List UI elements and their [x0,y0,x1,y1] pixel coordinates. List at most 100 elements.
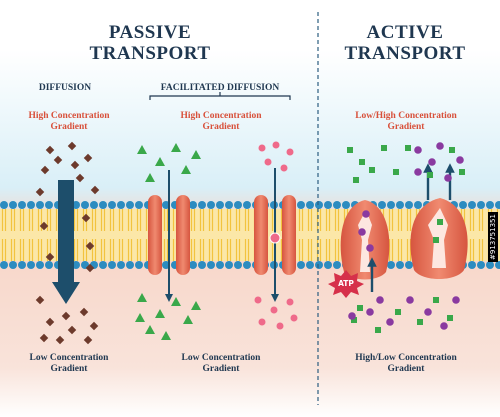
diffusion-molecule [85,263,95,273]
pink-molecule [272,141,280,149]
diffusion-molecule [81,213,91,223]
channel-protein-green [148,195,190,275]
diffusion-molecule [45,317,55,327]
green-triangle-molecule [171,297,181,306]
diffusion-high-line2: Gradient [50,122,88,132]
pink-molecule [258,318,266,326]
pink-molecule [290,314,298,322]
purple-molecule [406,296,414,304]
facilitated-bracket [149,92,291,100]
green-triangle-molecule [135,313,145,322]
facilitated-diffusion-label: FACILITATED DIFFUSION [160,83,280,93]
green-square-in-pump [433,237,439,243]
green-triangle-molecule [137,145,147,154]
pink-molecule [270,306,278,314]
diffusion-molecule [90,185,100,195]
green-triangle-molecule [181,165,191,174]
active-bottom-line1: High/Low Concentration [355,353,457,363]
green-square-molecule [351,317,357,323]
diffusion-molecule [35,295,45,305]
diffusion-molecule [55,335,65,345]
green-triangle-molecule [191,150,201,159]
purple-molecule [386,318,394,326]
diffusion-molecule [45,252,55,262]
green-square-molecule [357,305,363,311]
green-square-molecule [353,177,359,183]
atp-label: ATP [338,279,354,288]
pink-molecule [276,322,284,330]
green-triangle-molecule [155,157,165,166]
diffusion-label: DIFFUSION [38,83,92,93]
diffusion-molecule [79,307,89,317]
active-top-line2: Gradient [387,122,425,132]
purple-molecule [348,312,356,320]
purple-molecule [428,158,436,166]
passive-title-line1: PASSIVE [108,22,192,43]
purple-molecule [440,322,448,330]
diffusion-molecule [61,311,71,321]
pink-molecule [286,148,294,156]
diffusion-molecule [85,241,95,251]
diffusion-low-line2: Gradient [50,364,88,374]
active-title-line2: TRANSPORT [344,43,466,64]
green-triangle-molecule [145,173,155,182]
diffusion-molecule [67,325,77,335]
purple-molecule [436,142,444,150]
molecules [35,141,465,345]
green-triangle-molecule [145,325,155,334]
green-square-molecule [417,319,423,325]
green-triangle-molecule [183,315,193,324]
purple-molecule [362,210,370,218]
green-square-molecule [449,147,455,153]
purple-molecule [424,308,432,316]
green-square-molecule [381,145,387,151]
purple-molecule [366,244,374,252]
diffusion-low-line1: Low Concentration [29,353,109,363]
green-square-molecule [405,145,411,151]
facilitated-low-line2: Gradient [202,364,240,374]
facilitated-low-gradient: Low Concentration Gradient [166,353,276,375]
facilitated-high-gradient: High Concentration Gradient [166,111,276,133]
pink-molecule [280,164,288,172]
green-square-molecule [447,315,453,321]
facilitated-high-line2: Gradient [202,122,240,132]
green-square-molecule [375,327,381,333]
purple-molecule [452,296,460,304]
purple-molecule [456,156,464,164]
purple-molecule [414,168,422,176]
purple-molecule [414,146,422,154]
diffusion-high-line1: High Concentration [28,111,110,121]
active-title-line1: ACTIVE [366,22,444,43]
purple-molecule [358,228,366,236]
green-square-in-pump [437,219,443,225]
diffusion-molecule [89,321,99,331]
purple-molecule [366,308,374,316]
green-triangle-molecule [171,143,181,152]
diffusion-arrow [52,180,80,304]
passive-title: PASSIVE TRANSPORT [70,22,230,64]
green-triangle-molecule [191,301,201,310]
diffusion-molecule [39,333,49,343]
passive-title-line2: TRANSPORT [89,43,211,64]
diffusion-molecule [40,165,50,175]
pump-protein-left [340,200,390,280]
green-triangle-molecule [161,331,171,340]
diffusion-molecule [70,160,80,170]
active-bottom-line2: Gradient [387,364,425,374]
diffusion-molecule [45,145,55,155]
facilitated-low-line1: Low Concentration [181,353,261,363]
purple-molecule [444,174,452,182]
diffusion-molecule [75,173,85,183]
diffusion-molecule [67,141,77,151]
channel-protein-pink [254,195,296,275]
green-square-molecule [427,172,433,178]
pink-molecule [258,144,266,152]
pink-molecule [264,158,272,166]
green-square-molecule [459,169,465,175]
green-square-molecule [359,159,365,165]
active-bottom-gradient: High/Low Concentration Gradient [336,353,476,375]
green-square-molecule [393,169,399,175]
green-triangle-molecule [137,293,147,302]
diffusion-molecule [53,155,63,165]
